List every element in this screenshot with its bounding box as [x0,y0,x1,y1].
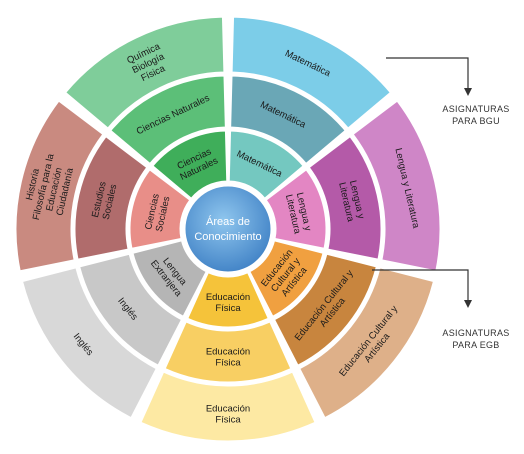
segment-ciencias-sociales-ring-1 [129,169,191,249]
egb-arrow [372,269,472,308]
segment-matematica-ring-2 [230,75,346,165]
segment-ciencias-sociales-ring-3 [15,100,104,272]
segment-lengua-extranjera-ring-1 [132,240,207,317]
segment-ciencias-naturales-ring-2 [110,75,226,165]
segment-ciencias-sociales-ring-2 [74,136,148,260]
segment-ciencias-naturales-ring-1 [152,130,228,199]
segment-educacion-cultural-ring-1 [249,240,324,317]
segment-matematica-ring-3 [231,16,391,129]
segment-lengua-ring-3 [352,100,441,272]
segment-lengua-extranjera-ring-2 [79,253,183,366]
segment-educacion-fisica-ring-1 [187,272,269,328]
segment-matematica-ring-1 [228,130,304,199]
segment-educacion-cultural-ring-2 [273,253,377,366]
segment-lengua-ring-1 [265,169,327,249]
segment-lengua-ring-2 [308,136,382,260]
segment-ciencias-sociales: CienciasSocialesEstudiosSocialesHistoria… [15,100,191,272]
segment-educacion-fisica-ring-2 [164,321,292,383]
segment-educacion-fisica-ring-3 [140,371,316,442]
segment-educacion-cultural-ring-3 [299,267,434,419]
segment-ciencias-naturales-ring-3 [65,16,225,129]
bgu-arrow [386,57,472,96]
segment-lengua-extranjera-ring-3 [22,267,157,419]
segment-ciencias-sociales-ring-3-label: HistoriaFilosofía para laEducaciónCiudad… [20,150,78,226]
